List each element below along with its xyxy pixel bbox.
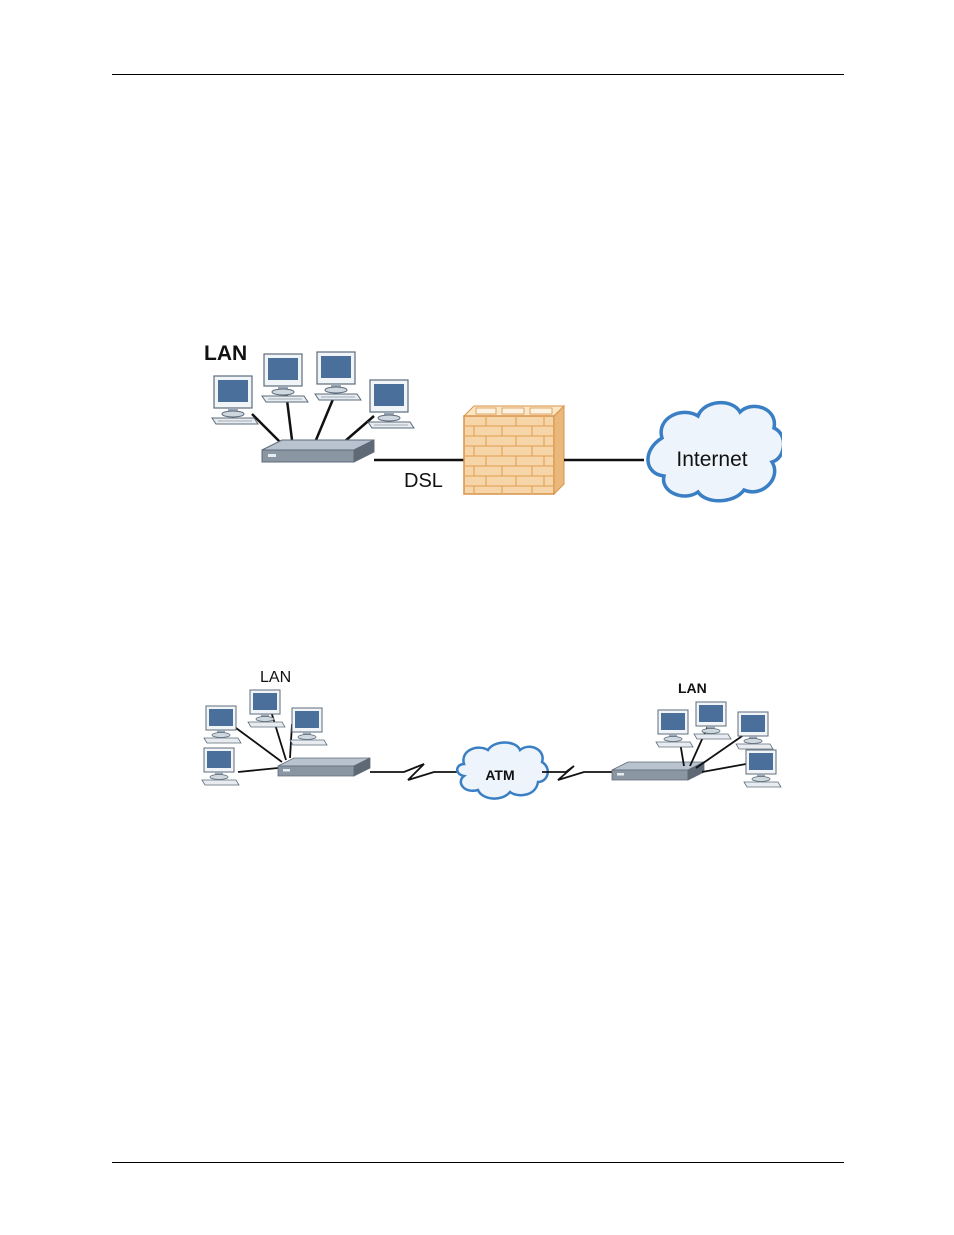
computer-4	[368, 380, 414, 428]
right-computer-4	[744, 750, 781, 787]
left-computer-2	[248, 690, 285, 727]
internet-label: Internet	[676, 448, 747, 471]
firewall-network-diagram: DSL Internet LAN	[204, 342, 782, 504]
left-lan-label: LAN	[260, 669, 291, 686]
right-wan-link	[542, 766, 618, 780]
computer-3	[315, 352, 361, 400]
firewall-icon	[464, 406, 564, 494]
dsl-label: DSL	[404, 470, 443, 492]
right-computer-2	[694, 702, 731, 739]
footer-rule	[112, 1162, 844, 1163]
computer-2	[262, 354, 308, 402]
left-computer-4	[202, 748, 239, 785]
atm-network-diagram: ATM LAN LAN	[198, 664, 783, 804]
header-rule	[112, 74, 844, 75]
right-computer-1	[656, 710, 693, 747]
computer-1	[212, 376, 258, 424]
lan-label: LAN	[204, 342, 247, 365]
atm-label: ATM	[485, 767, 514, 783]
left-computer-1	[204, 706, 241, 743]
router-device	[262, 440, 374, 462]
left-computer-3	[290, 708, 327, 745]
left-wan-link	[370, 764, 458, 780]
right-computer-3	[736, 712, 773, 749]
right-lan-label: LAN	[678, 680, 707, 696]
left-router-device	[278, 758, 370, 776]
